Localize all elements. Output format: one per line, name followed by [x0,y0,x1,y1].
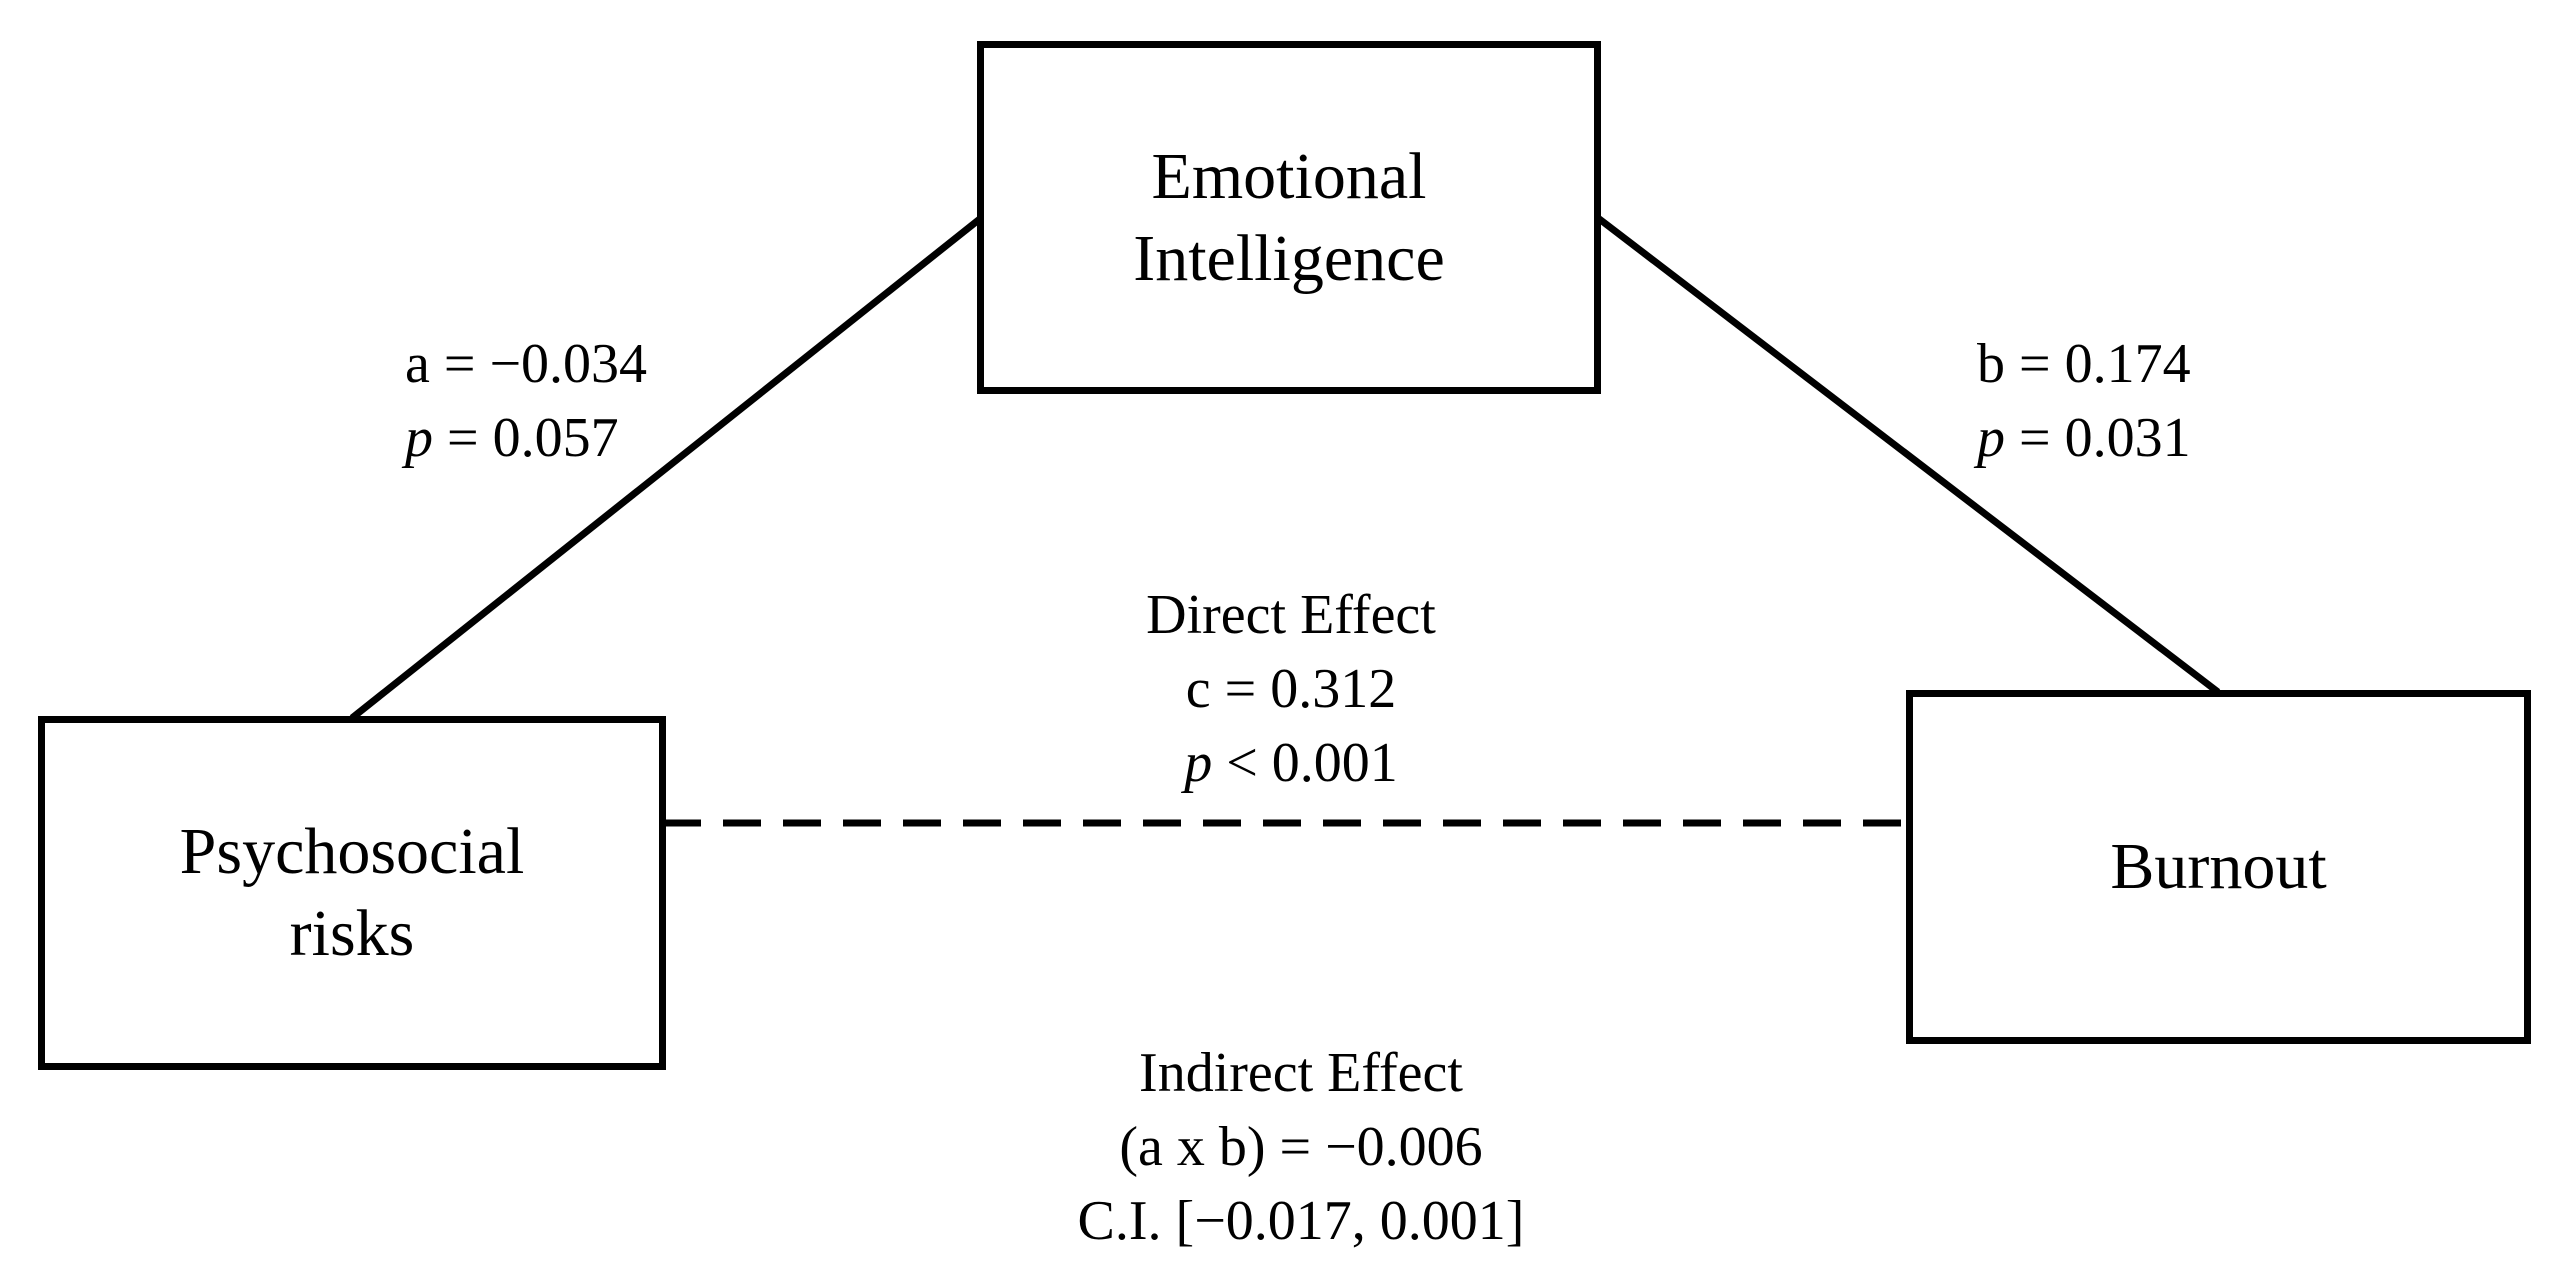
node-emotional-intelligence: Emotional Intelligence [977,41,1601,394]
node-emotional-intelligence-label: Emotional Intelligence [1133,139,1445,295]
path-a-label: a = −0.034 p = 0.057 [405,327,647,475]
direct-effect-coefficient: c = 0.312 [1185,658,1397,720]
path-b-label: b = 0.174 p = 0.031 [1977,327,2191,475]
indirect-effect-ci: C.I. [−0.017, 0.001] [1077,1190,1525,1252]
direct-effect-p-value: p < 0.001 [1184,732,1398,794]
indirect-effect-coefficient: (a x b) = −0.006 [1119,1116,1483,1178]
node-burnout-label: Burnout [2110,830,2327,903]
node-burnout: Burnout [1906,690,2531,1044]
node-psychosocial-risks-label: Psychosocial risks [179,815,525,970]
path-a-line [349,215,984,721]
indirect-effect-label: Indirect Effect (a x b) = −0.006 C.I. [−… [981,1036,1621,1258]
indirect-effect-title: Indirect Effect [1139,1042,1463,1104]
path-b-p-value: p = 0.031 [1977,407,2191,469]
path-b-line [1595,215,2221,695]
node-psychosocial-risks: Psychosocial risks [38,716,666,1070]
direct-effect-label: Direct Effect c = 0.312 p < 0.001 [1041,578,1541,800]
path-a-p-value: p = 0.057 [405,407,619,469]
path-b-coefficient: b = 0.174 [1977,333,2191,395]
direct-effect-title: Direct Effect [1146,584,1436,646]
path-a-coefficient: a = −0.034 [405,333,648,395]
